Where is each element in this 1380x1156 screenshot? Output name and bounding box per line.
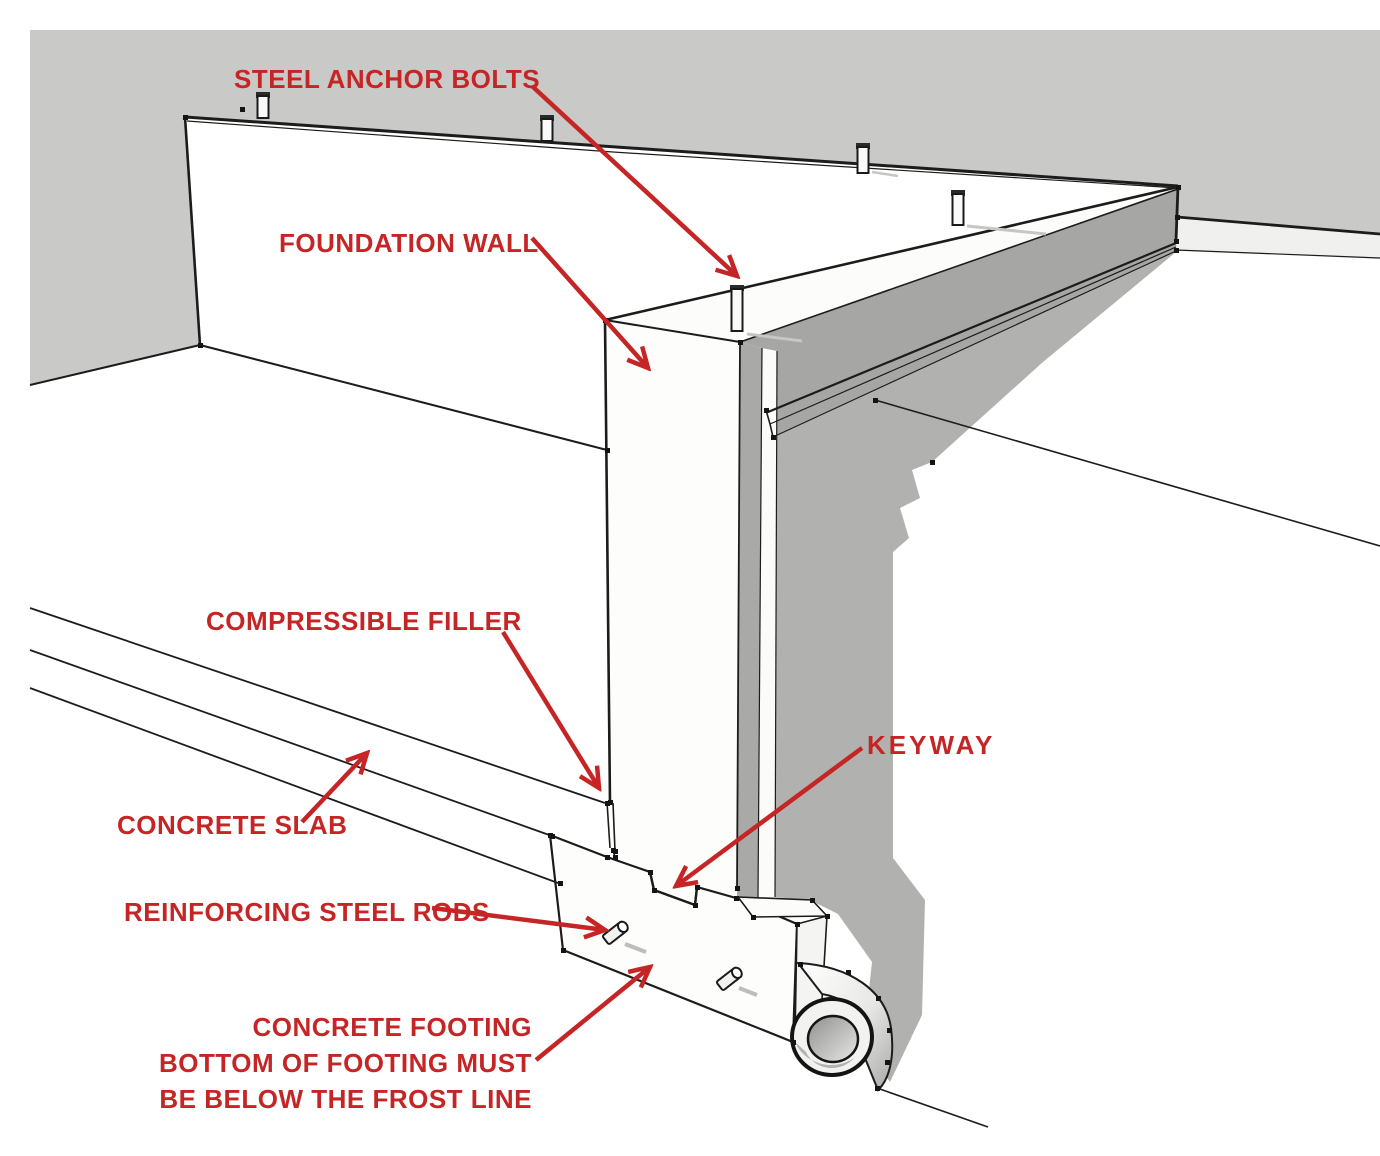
label-concrete-footing: CONCRETE FOOTING BOTTOM OF FOOTING MUST … [159, 1012, 532, 1114]
anchor-bolt-4 [730, 285, 744, 332]
ground-light-band [1176, 217, 1380, 259]
reinforcing-steel-rods-arrow [431, 905, 605, 930]
edge-linework [29, 115, 1380, 1128]
foundation-wall-arrow [530, 236, 648, 368]
keyway-arrow [676, 746, 864, 886]
wall-cast-shadow [774, 252, 1176, 1082]
wall-shaded-face [740, 188, 1178, 437]
label-compressible-filler: COMPRESSIBLE FILLER [206, 606, 522, 636]
label-concrete-footing-line2: BOTTOM OF FOOTING MUST [159, 1048, 532, 1078]
concrete-footing-arrow [534, 967, 650, 1062]
concrete-slab-arrow [300, 753, 367, 824]
anchor-bolts [256, 92, 1047, 343]
wall-section-cut-face [605, 320, 778, 905]
wall-cut-lit-strip [758, 348, 777, 898]
reinforcing-steel-rods [601, 920, 758, 997]
anchor-bolt-1 [256, 92, 270, 119]
leader-arrows [300, 84, 864, 1062]
steel-anchor-bolts-arrow [530, 84, 737, 276]
label-concrete-footing-line1: CONCRETE FOOTING [252, 1012, 532, 1042]
label-steel-anchor-bolts: STEEL ANCHOR BOLTS [234, 64, 540, 94]
wall-cut-inner-strip [737, 342, 762, 898]
label-concrete-footing-line3: BE BELOW THE FROST LINE [159, 1084, 532, 1114]
label-foundation-wall: FOUNDATION WALL [279, 228, 539, 258]
anchor-bolt-3 [856, 143, 870, 174]
label-reinforcing-steel-rods: REINFORCING STEEL RODS [124, 897, 490, 927]
keyway-notch [648, 871, 699, 907]
label-keyway: KEYWAY [867, 730, 995, 760]
anchor-bolt-5 [951, 190, 965, 226]
drain-pipe [790, 961, 894, 1092]
rebar-rod-2 [715, 966, 743, 991]
concrete-slab-edge [29, 607, 606, 884]
label-concrete-slab: CONCRETE SLAB [117, 810, 347, 840]
compressible-filler-arrow [501, 630, 599, 788]
ground-plane [30, 30, 1380, 385]
anchor-bolt-2 [540, 115, 554, 142]
foundation-wall-top-face [605, 187, 1178, 342]
